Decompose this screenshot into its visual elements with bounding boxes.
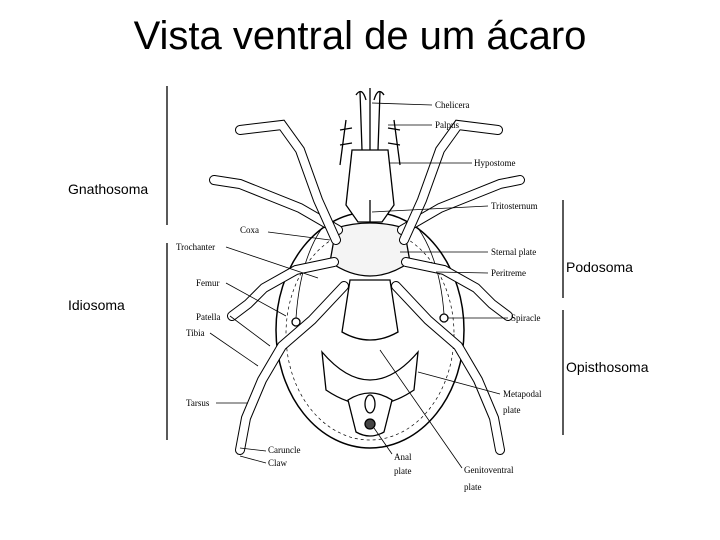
label-spiracle: Spiracle xyxy=(511,313,541,323)
palp-segments xyxy=(339,127,401,146)
capitulum xyxy=(345,149,395,223)
label-hypostome: Hypostome xyxy=(474,158,516,168)
label-anal-plate: plate xyxy=(394,466,412,476)
label-tritosternum: Tritosternum xyxy=(491,201,538,211)
label-tibia: Tibia xyxy=(186,328,205,338)
label-genitoventral: Genitoventral xyxy=(464,465,514,475)
label-peritreme: Peritreme xyxy=(491,268,526,278)
palpi xyxy=(339,119,401,166)
label-tarsus: Tarsus xyxy=(186,398,210,408)
label-coxa: Coxa xyxy=(240,225,259,235)
label-genitoventral-plate: plate xyxy=(464,482,482,492)
spiracle-left xyxy=(291,317,301,327)
label-femur: Femur xyxy=(196,278,220,288)
label-caruncle: Caruncle xyxy=(268,445,301,455)
label-metapodal-plate: plate xyxy=(503,405,521,415)
genitoventral-plate xyxy=(341,279,399,341)
label-chelicera: Chelicera xyxy=(435,100,470,110)
label-palpus: Palpus xyxy=(435,120,460,130)
chelicera-tips xyxy=(355,90,385,101)
region-label-opisthosoma: Opisthosoma xyxy=(566,359,649,375)
label-anal: Anal xyxy=(394,452,412,462)
anus xyxy=(364,394,376,414)
label-patella: Patella xyxy=(196,312,221,322)
anal-pore xyxy=(364,418,376,430)
region-label-idiosoma: Idiosoma xyxy=(68,297,125,313)
page-title: Vista ventral de um ácaro xyxy=(133,14,587,58)
leg-4-right xyxy=(391,281,505,455)
label-trochanter: Trochanter xyxy=(176,242,216,252)
body-inner-outline xyxy=(285,227,455,441)
chelicerae xyxy=(359,88,381,151)
label-claw: Claw xyxy=(268,458,287,468)
region-label-gnathosoma: Gnathosoma xyxy=(68,181,149,197)
label-sternal-plate: Sternal plate xyxy=(491,247,537,257)
leg-4-left xyxy=(235,281,349,455)
anal-plate xyxy=(347,392,393,437)
label-metapodal: Metapodal xyxy=(503,389,542,399)
spiracle-right xyxy=(439,313,449,323)
region-label-podosoma: Podosoma xyxy=(566,259,633,275)
